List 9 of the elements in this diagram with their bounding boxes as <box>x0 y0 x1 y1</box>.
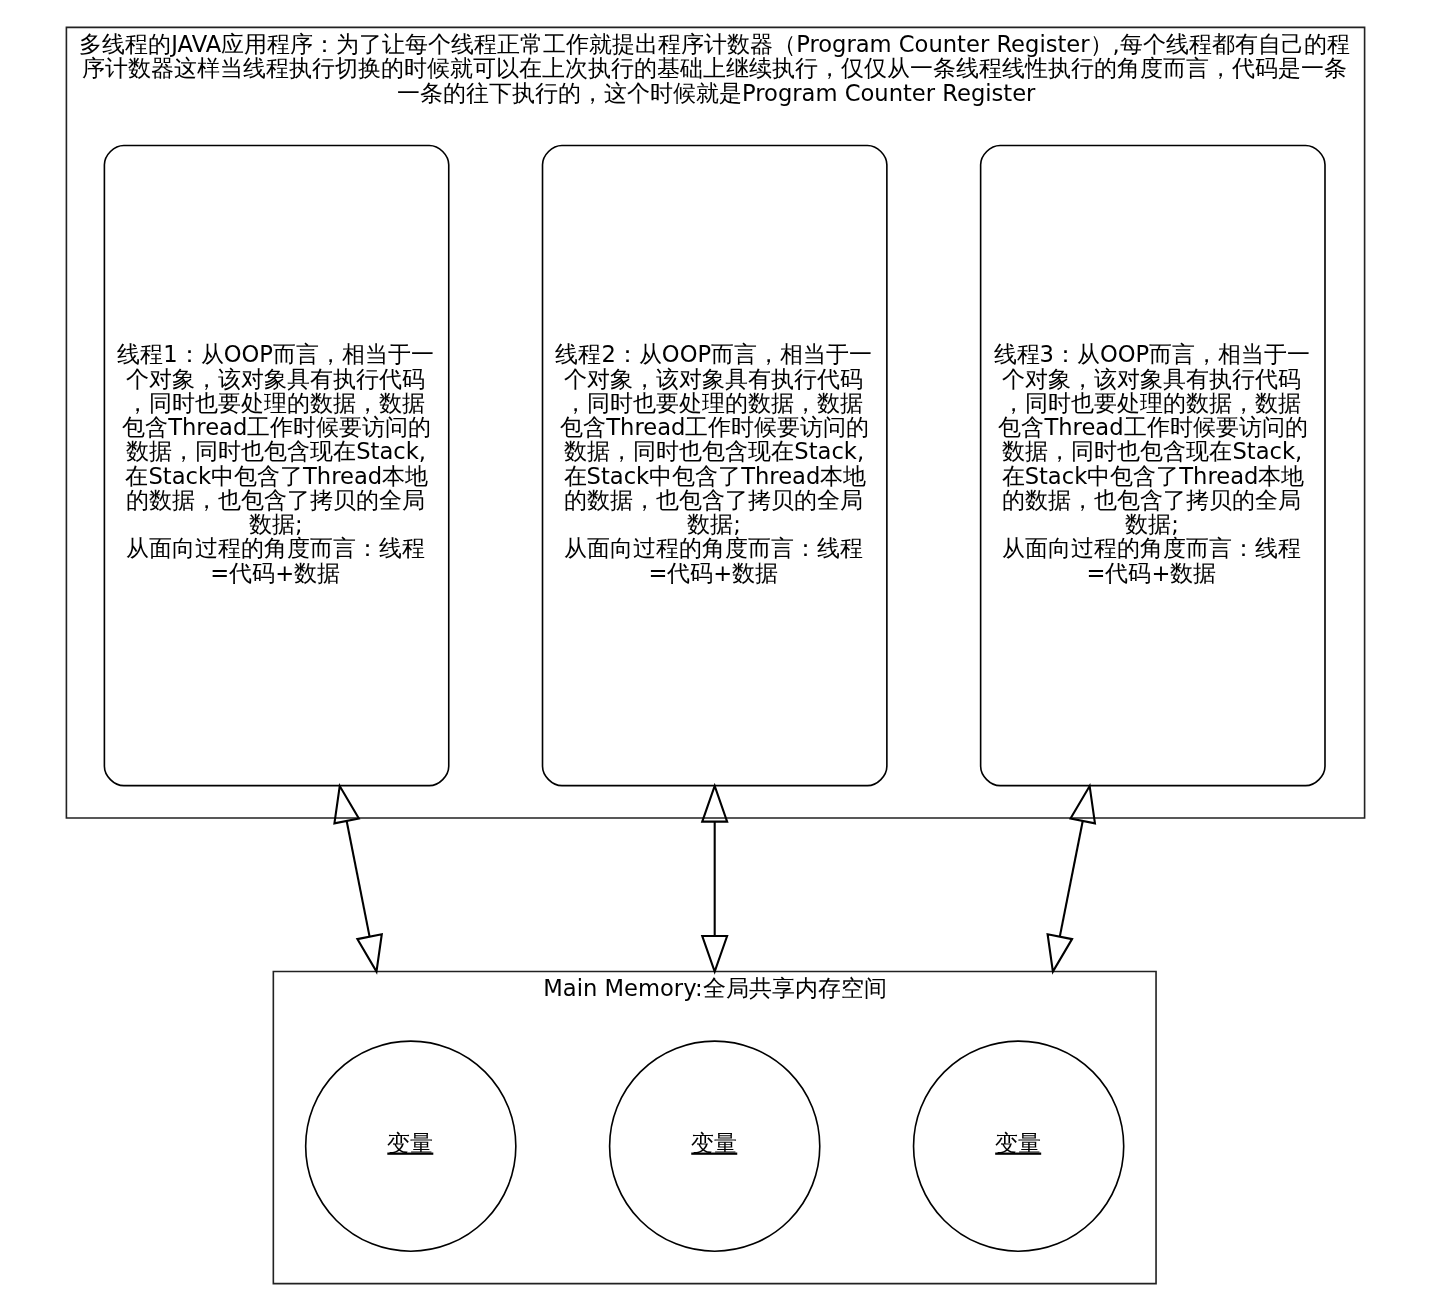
node-circle: 变量 <box>912 1040 1124 1253</box>
arrow <box>700 782 729 975</box>
node-box: 线程2：从OOP而言，相当于一个对象，该对象具有执行代码，同时也要处理的数据，数据包含Thread工作时候要访问的数据，同时也包含现在Stack,在Stack中包含了Thread本地的数据，也包含了拷贝的全局数据; 从面向过程的角度而言：线程=代码+数据 <box>541 144 888 787</box>
node-circle: 变量 <box>608 1040 821 1253</box>
arrow <box>332 782 383 975</box>
node-box: 线程1：从OOP而言，相当于一个对象，该对象具有执行代码，同时也要处理的数据，数据包含Thread工作时候要访问的数据，同时也包含现在Stack,在Stack中包含了Thread本地的数据，也包含了拷贝的全局数据; 从面向过程的角度而言：线程=代码+数据 <box>103 144 450 787</box>
arrow <box>1045 782 1096 975</box>
node-circle: 变量 <box>304 1040 517 1253</box>
node-box: 线程3：从OOP而言，相当于一个对象，该对象具有执行代码，同时也要处理的数据，数据包含Thread工作时候要访问的数据，同时也包含现在Stack,在Stack中包含了Thread本地的数据，也包含了拷贝的全局数据; 从面向过程的角度而言：线程=代码+数据 <box>979 144 1326 787</box>
